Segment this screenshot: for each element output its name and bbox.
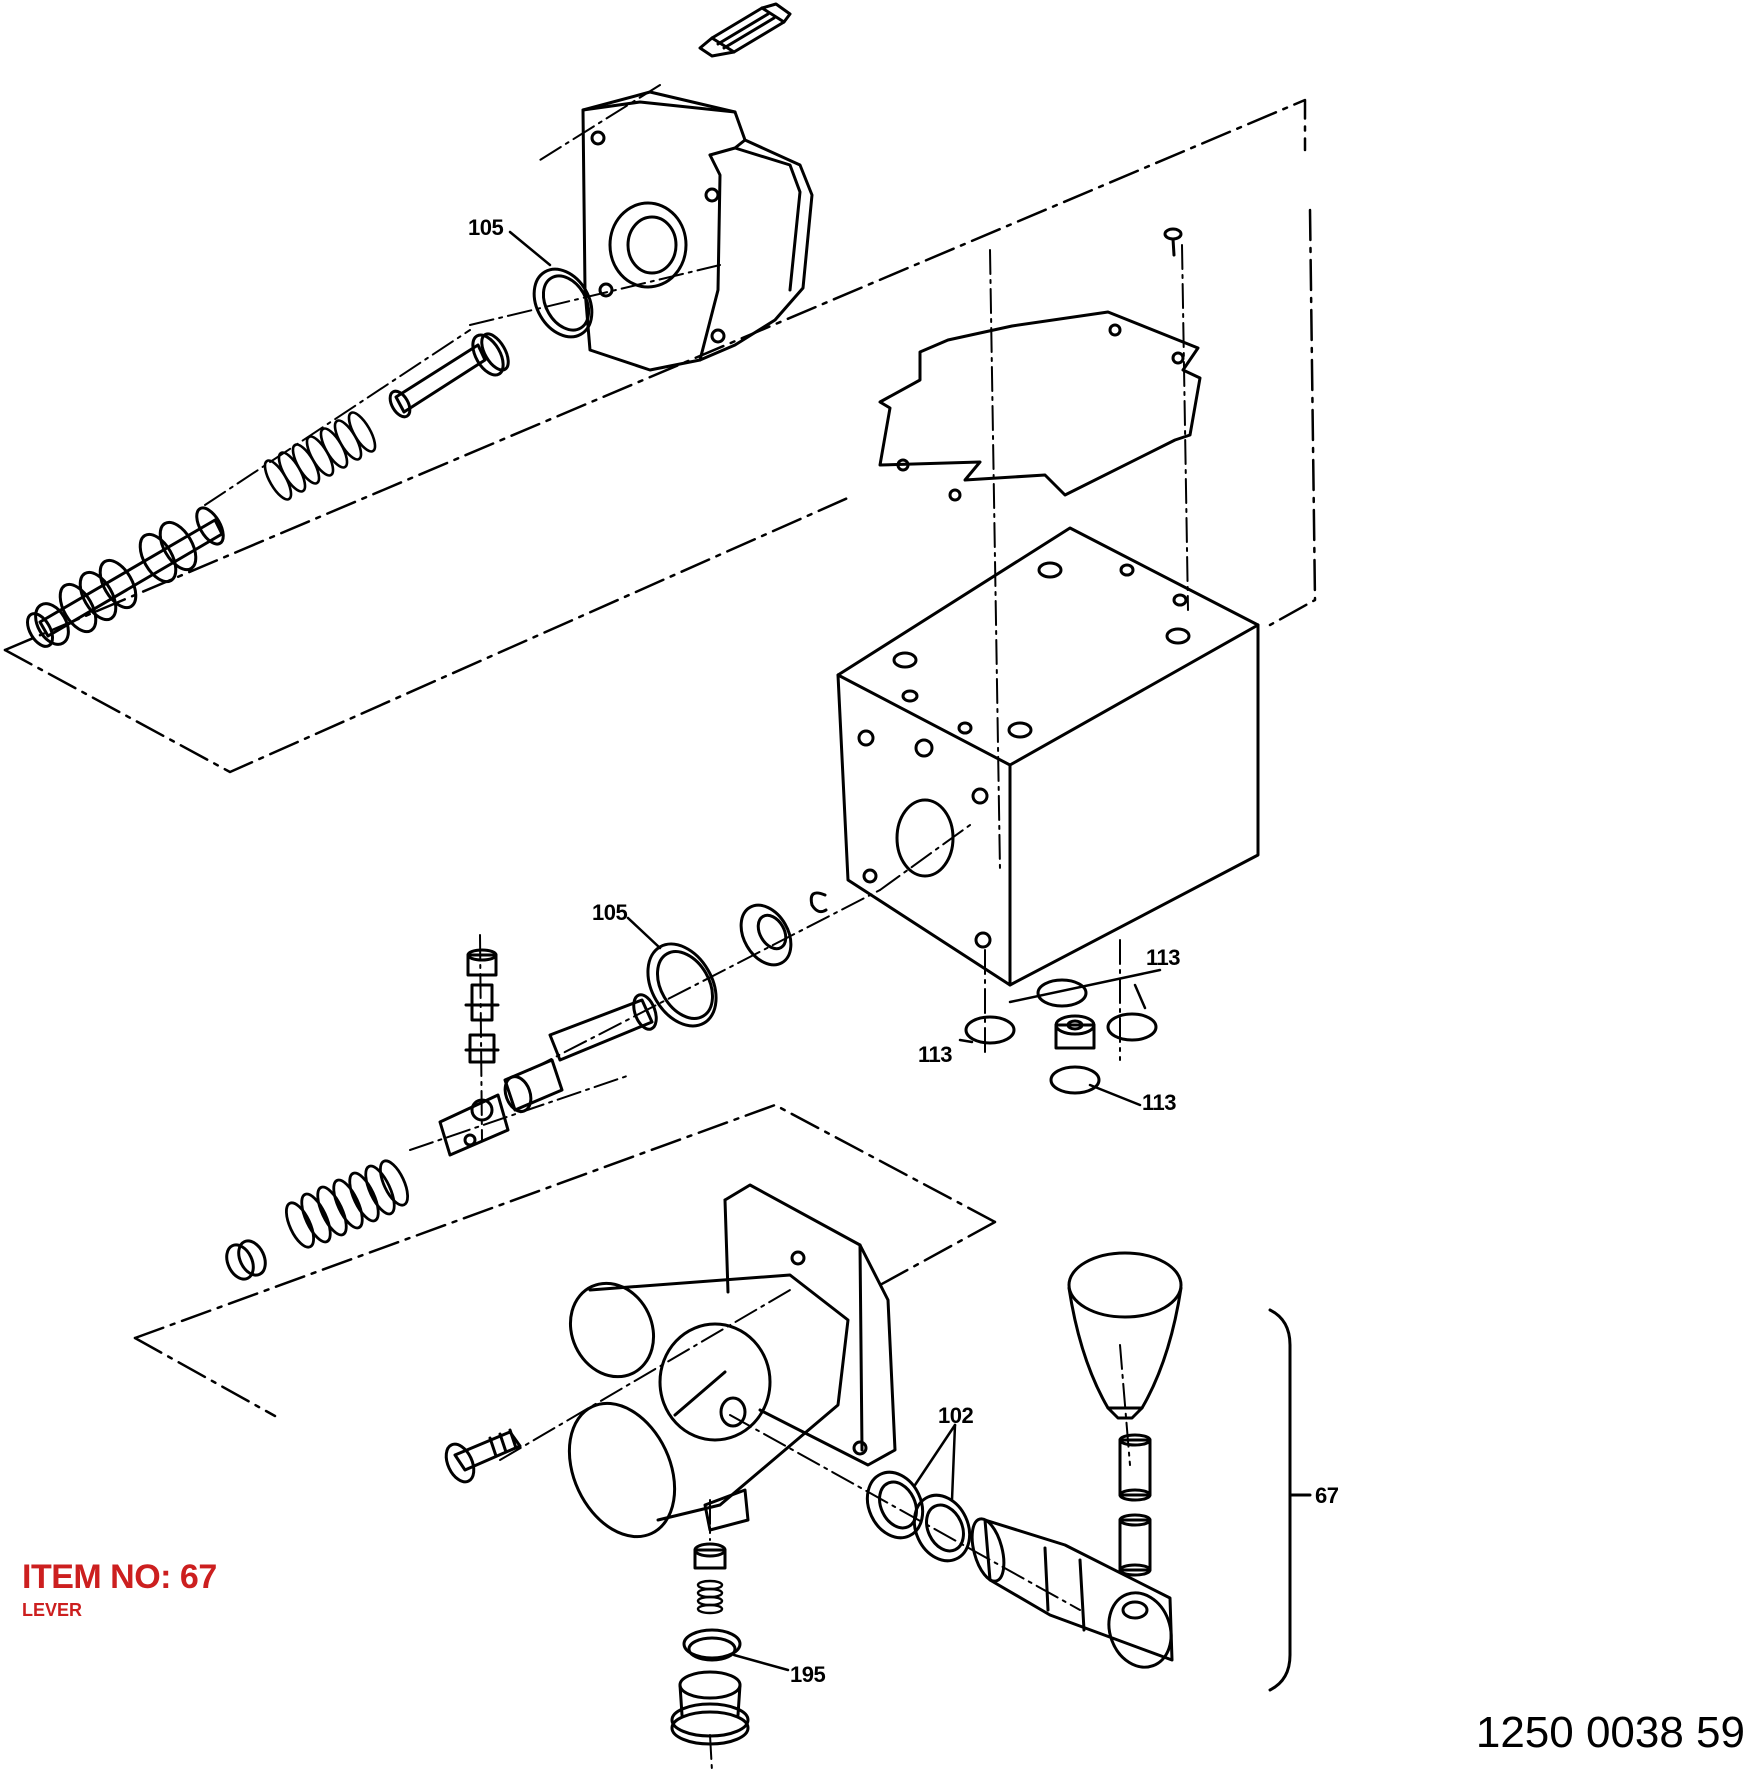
lever-assembly-bracket [1268,1308,1312,1692]
o-rings-113 [964,978,1158,1095]
upper-assembly-envelope [3,98,1317,774]
plug [670,1670,750,1746]
top-cover-flange [581,90,814,372]
upper-spool [26,506,225,648]
spring-seat [225,1239,267,1281]
lower-assembly-envelope [133,1103,997,1418]
center-lines [204,84,1189,1771]
valve-body-block [836,526,1260,987]
callout-105-mid: 105 [592,900,627,925]
check-valve-insert [1054,1014,1096,1050]
o-ring-195 [682,1628,742,1662]
callout-113-c: 113 [1142,1090,1176,1115]
lever-shaft [970,1517,1174,1669]
lever-pin-lower [1118,1513,1152,1577]
retaining-clip [809,891,828,914]
detent-plunger-stack [464,948,500,1064]
callout-113-a: 113 [1146,945,1180,970]
leader-lines [508,230,1162,1672]
seal-rings-102 [865,1470,972,1563]
callouts: 105 105 113 113 113 102 195 67 [468,215,1339,1687]
upper-o-ring-105 [532,267,594,339]
mid-spool [438,993,658,1157]
lower-spring [284,1159,410,1249]
lever-knob [1067,1251,1183,1420]
lever-pin-upper [1118,1433,1152,1502]
callout-113-b: 113 [918,1042,952,1067]
callout-105-top: 105 [468,215,503,240]
upper-plunger [388,332,510,419]
upper-spring [263,411,377,501]
item-description: LEVER [22,1600,83,1620]
gasket-screw [1163,227,1183,257]
cross-gasket [878,310,1202,502]
housing-cap-screw [444,1428,522,1484]
part-number: 1250 0038 59 [1475,1708,1745,1757]
top-cap-screw [698,2,792,58]
callout-102: 102 [938,1403,973,1428]
callout-195: 195 [790,1662,825,1687]
lower-housing-flange [723,1183,897,1467]
detent-ball-cap [693,1542,727,1570]
detent-spring [696,1579,724,1615]
item-number-label: ITEM NO: 67 [22,1558,217,1596]
lower-housing-body [567,1273,850,1539]
callout-67: 67 [1315,1483,1339,1508]
mid-seal-ring [739,903,793,967]
